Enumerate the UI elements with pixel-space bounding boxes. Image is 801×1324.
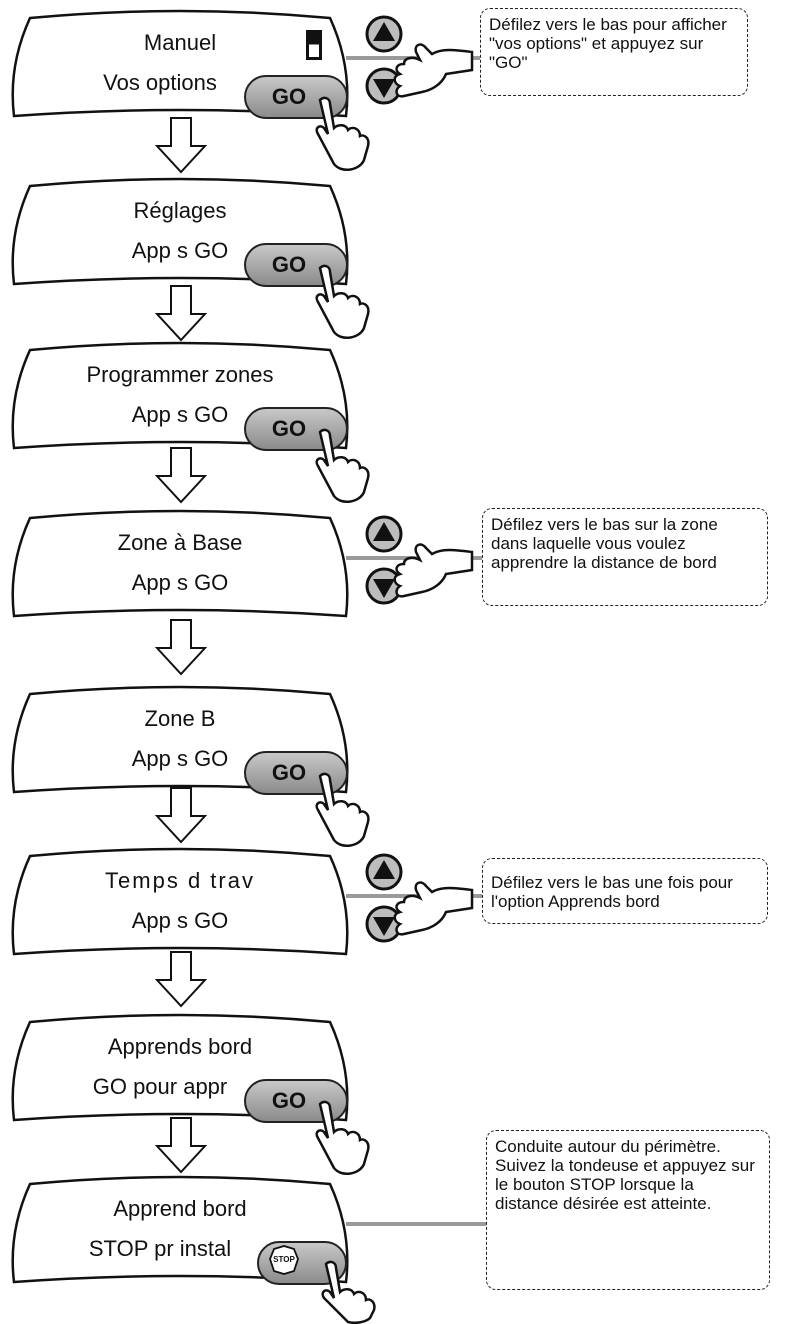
flow-arrow-icon: [155, 117, 207, 174]
stop-button-label: STOP: [273, 1255, 295, 1264]
go-button-label: GO: [271, 252, 307, 277]
screen-line-1: Zone B: [144, 706, 216, 731]
flow-arrow-icon: [155, 951, 207, 1008]
callout-box: Défilez vers le bas sur la zone dans laq…: [482, 508, 768, 606]
screen-line-2: STOP pr instal: [88, 1236, 232, 1261]
screen-line-2: App s GO: [131, 570, 229, 595]
down-arrow-icon: [373, 79, 395, 98]
step-temps-trav: Temps d trav App s GO Défilez vers le ba…: [0, 846, 801, 966]
lcd-screen: [11, 847, 349, 956]
step-apprend-bord-stop: Apprend bord STOP pr instal STOP Conduit…: [0, 1130, 801, 1324]
step-apprends-bord: Apprends bord GO pour appr GO: [0, 1012, 801, 1176]
pointing-hand-icon: [315, 1100, 370, 1176]
pointing-hand-icon: [315, 772, 370, 848]
pointing-hand-icon: [315, 264, 370, 340]
stop-sign-icon: [269, 1245, 299, 1275]
screen-line-2: App s GO: [131, 746, 229, 771]
down-arrow-icon: [373, 917, 395, 936]
callout-box: Conduite autour du périmètre. Suivez la …: [486, 1130, 770, 1290]
pointing-hand-icon: [321, 1260, 376, 1324]
go-button-label: GO: [271, 84, 307, 109]
screen-line-2: App s GO: [131, 908, 229, 933]
flow-arrow-icon: [155, 787, 207, 844]
scroll-arrows[interactable]: [364, 514, 404, 606]
step-manuel: Manuel Vos options GO Défilez vers le ba…: [0, 8, 801, 172]
screen-line-1: Apprend bord: [113, 1196, 247, 1221]
screen-line-1: Zone à Base: [117, 530, 243, 555]
go-button-label: GO: [271, 416, 307, 441]
screen-line-1: Manuel: [143, 30, 217, 55]
up-arrow-icon: [373, 522, 395, 541]
screen-line-2: GO pour appr: [92, 1074, 228, 1099]
pointing-hand-icon: [315, 428, 370, 504]
screen-line-1: Réglages: [133, 198, 227, 223]
pointing-hand-icon: [315, 96, 370, 172]
stop-button-shape: [257, 1241, 347, 1285]
lcd-screen: [11, 509, 349, 618]
screen-line-2: App s GO: [131, 402, 229, 427]
up-arrow-icon: [373, 22, 395, 41]
stop-button[interactable]: STOP: [256, 1240, 348, 1286]
pointing-hand-icon: [393, 543, 474, 598]
step-reglages: Réglages App s GO GO: [0, 176, 801, 340]
go-button-label: GO: [271, 1088, 307, 1113]
flow-arrow-icon: [155, 447, 207, 504]
flow-arrow-icon: [155, 1117, 207, 1174]
flow-arrow-icon: [155, 619, 207, 676]
indicator-icon: [306, 30, 322, 60]
flow-arrow-icon: [155, 285, 207, 342]
go-button-label: GO: [271, 760, 307, 785]
pointing-hand-icon: [393, 881, 474, 936]
callout-box: Défilez vers le bas pour afficher "vos o…: [480, 8, 748, 96]
up-arrow-icon: [373, 860, 395, 879]
screen-line-1: Programmer zones: [86, 362, 274, 387]
callout-connector: [346, 1222, 486, 1226]
screen-line-1: Temps d trav: [105, 868, 255, 893]
callout-box: Défilez vers le bas une fois pour l'opti…: [482, 858, 768, 924]
down-arrow-icon: [373, 579, 395, 598]
screen-line-2: Vos options: [103, 70, 217, 95]
scroll-arrows[interactable]: [364, 14, 404, 106]
step-zone-a-base: Zone à Base App s GO Défilez vers le bas…: [0, 508, 801, 628]
step-programmer-zones: Programmer zones App s GO GO: [0, 340, 801, 504]
screen-line-1: Apprends bord: [107, 1034, 253, 1059]
screen-line-2: App s GO: [131, 238, 229, 263]
pointing-hand-icon: [393, 43, 474, 98]
step-zone-b: Zone B App s GO GO: [0, 684, 801, 848]
